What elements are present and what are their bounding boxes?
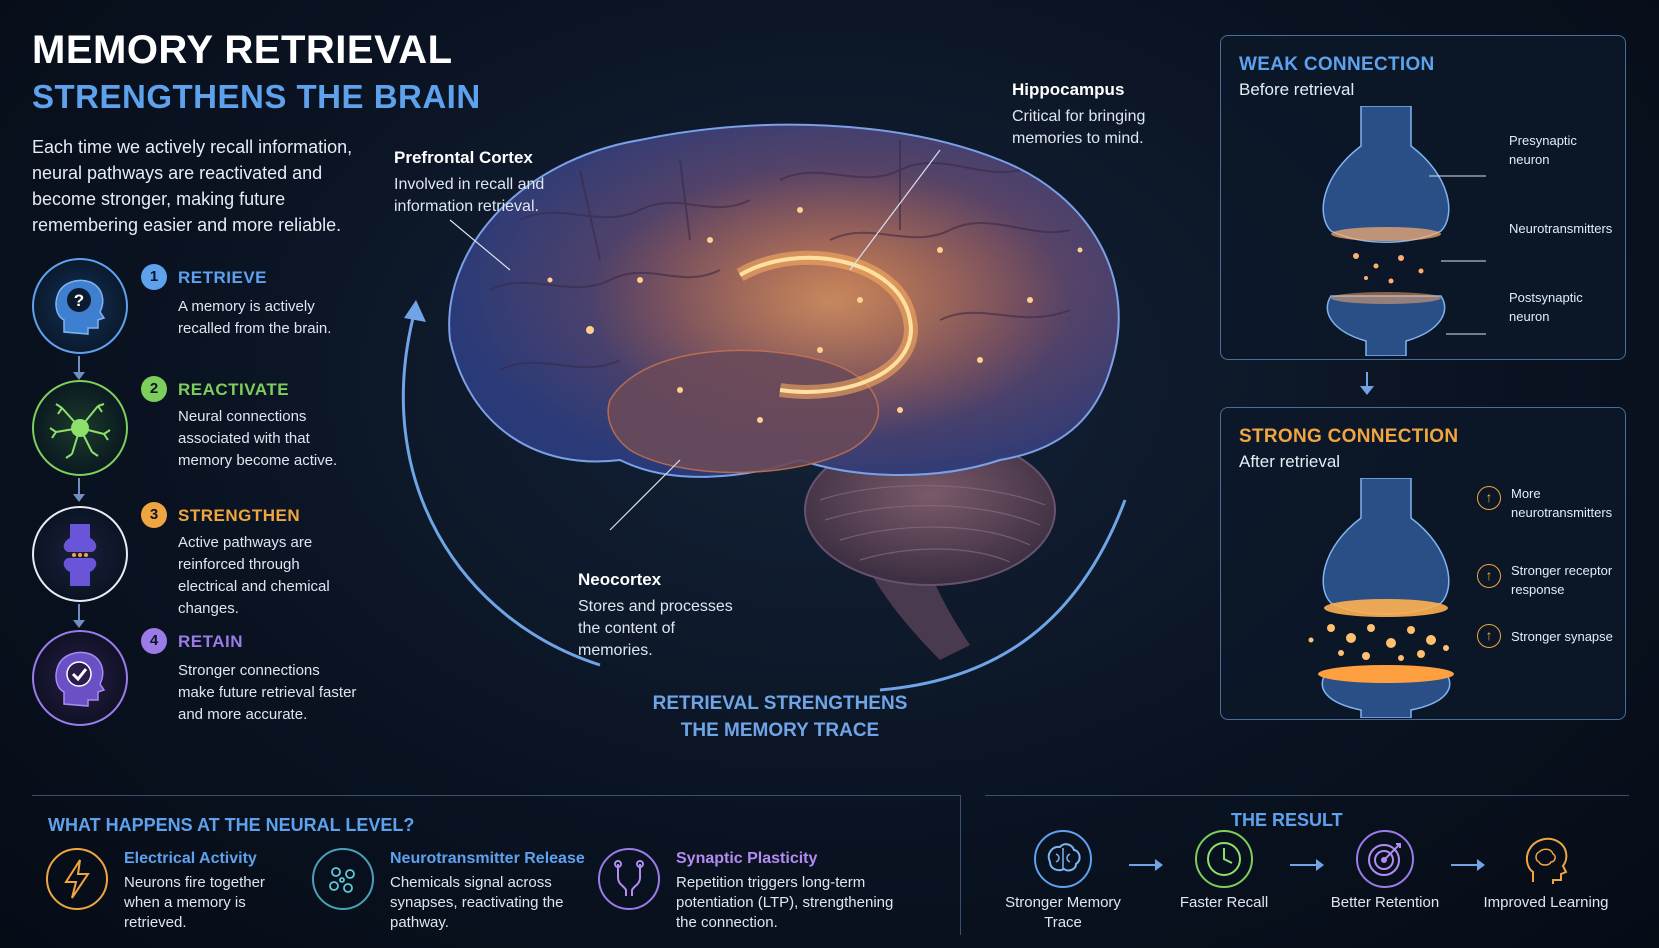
flow-arrow <box>73 356 85 380</box>
arrow-up-icon: ↑ <box>1477 486 1501 510</box>
head-question-icon: ? <box>32 258 128 354</box>
step-number: 1 <box>141 264 167 290</box>
callout-text: Involved in recall and information retri… <box>394 176 545 215</box>
cycle-caption: RETRIEVAL STRENGTHENS THE MEMORY TRACE <box>640 690 920 744</box>
page-title: MEMORY RETRIEVAL <box>32 28 453 72</box>
step-title: STRENGTHEN <box>178 506 301 525</box>
clock-icon <box>1195 830 1253 888</box>
panel-subtitle: After retrieval <box>1239 452 1341 471</box>
prefrontal-callout: Prefrontal Cortex Involved in recall and… <box>394 148 554 218</box>
neural-item-desc: Chemicals signal across synapses, reacti… <box>390 874 564 931</box>
neural-item-desc: Neurons fire together when a memory is r… <box>124 874 265 931</box>
weak-connection-panel: WEAK CONNECTION Before retrieval Presyna… <box>1220 35 1626 360</box>
intro-text: Each time we actively recall information… <box>32 137 353 235</box>
result-label: Stronger Memory Trace <box>1005 894 1121 931</box>
molecules-icon <box>312 848 374 910</box>
result-label: Faster Recall <box>1179 894 1269 911</box>
brain-illustration <box>380 100 1200 740</box>
step-number: 2 <box>141 376 167 402</box>
strong-connection-panel: STRONG CONNECTION After retrieval ↑ More… <box>1220 407 1626 720</box>
callout-title: Prefrontal Cortex <box>394 148 533 167</box>
flow-arrow <box>73 478 85 502</box>
neural-item-desc: Repetition triggers long-term potentiati… <box>676 874 894 931</box>
neural-item-title: Neurotransmitter Release <box>390 850 585 867</box>
arrow-up-icon: ↑ <box>1477 624 1501 648</box>
panel-subtitle: Before retrieval <box>1239 80 1355 99</box>
synapse-label: Stronger receptor response <box>1511 563 1613 597</box>
page-subtitle: STRENGTHENS THE BRAIN <box>32 78 481 115</box>
synapse-icon <box>32 506 128 602</box>
result-label: Better Retention <box>1330 894 1440 911</box>
callout-text: Stores and processes the content of memo… <box>578 598 733 659</box>
step-number: 4 <box>141 628 167 654</box>
step-title: RETAIN <box>178 632 244 651</box>
result-label: Improved Learning <box>1483 894 1609 911</box>
down-arrow-head <box>1360 386 1374 395</box>
head-check-icon <box>32 630 128 726</box>
callout-title: Neocortex <box>578 570 662 589</box>
synapse-label: Postsynaptic neuron <box>1509 290 1583 324</box>
step-description: Neural connections associated with that … <box>178 408 338 469</box>
hippocampus-callout: Hippocampus Critical for bringing memori… <box>1012 80 1172 150</box>
panel-title: STRONG CONNECTION <box>1239 426 1459 447</box>
neural-item-title: Electrical Activity <box>124 850 257 867</box>
synapse-label: Presynaptic neuron <box>1509 133 1577 167</box>
synapse-label: Neurotransmitters <box>1509 221 1613 236</box>
step-description: A memory is actively recalled from the b… <box>178 298 332 337</box>
down-arrow <box>1366 372 1368 388</box>
svg-text:?: ? <box>74 291 84 310</box>
panel-title: WEAK CONNECTION <box>1239 54 1435 75</box>
lightning-icon <box>46 848 108 910</box>
target-icon <box>1356 830 1414 888</box>
arrow-up-icon: ↑ <box>1477 564 1501 588</box>
head-brain-icon <box>1517 830 1575 888</box>
cycle-caption-line: RETRIEVAL STRENGTHENS <box>652 693 908 714</box>
neuron-icon <box>32 380 128 476</box>
synapse-pair-icon <box>598 848 660 910</box>
result-title: THE RESULT <box>1231 810 1343 830</box>
step-description: Active pathways are reinforced through e… <box>178 534 330 617</box>
neural-item-title: Synaptic Plasticity <box>676 850 818 867</box>
neural-level-title: WHAT HAPPENS AT THE NEURAL LEVEL? <box>48 815 415 835</box>
synapse-weak-illustration <box>1322 106 1486 356</box>
flow-arrow <box>73 604 85 628</box>
right-arrow-icon <box>1129 859 1163 871</box>
step-title: RETRIEVE <box>178 268 268 287</box>
callout-text: Critical for bringing memories to mind. <box>1012 108 1146 147</box>
synapse-strong-illustration <box>1308 478 1454 718</box>
right-arrow-icon <box>1290 859 1324 871</box>
cycle-caption-line: THE MEMORY TRACE <box>680 720 880 741</box>
step-title: REACTIVATE <box>178 380 290 399</box>
divider <box>32 795 960 796</box>
divider <box>960 795 961 935</box>
right-arrow-icon <box>1451 859 1485 871</box>
neocortex-callout: Neocortex Stores and processes the conte… <box>578 570 748 662</box>
brain-icon <box>1034 830 1092 888</box>
synapse-label: More neurotransmitters <box>1511 486 1613 520</box>
step-number: 3 <box>141 502 167 528</box>
synapse-label: Stronger synapse <box>1511 629 1613 644</box>
step-description: Stronger connections make future retriev… <box>178 662 357 723</box>
callout-title: Hippocampus <box>1012 80 1125 99</box>
divider <box>985 795 1629 796</box>
